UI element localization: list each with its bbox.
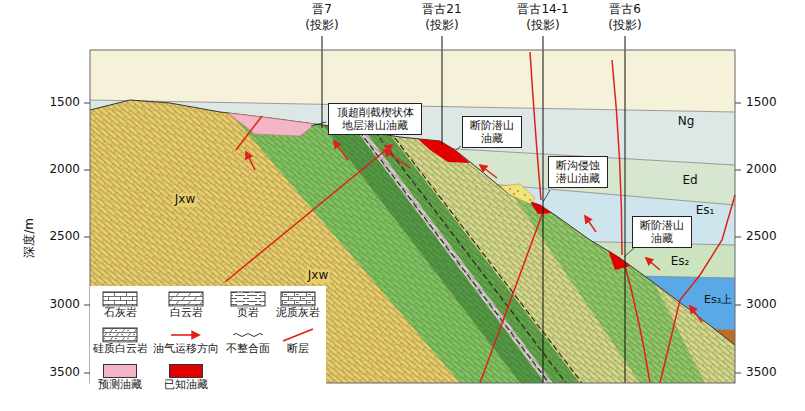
- stratum-label: Es₁: [694, 204, 717, 218]
- callout-box: 断沟侵蚀潜山油藏: [548, 156, 608, 188]
- axis-title: 深度/m: [23, 216, 37, 260]
- well-note: (投影): [524, 19, 561, 33]
- stratum-label: Es₃上: [702, 294, 734, 307]
- well-note: (投影): [423, 19, 460, 33]
- depth-tick: 2500: [744, 230, 779, 244]
- depth-tick: 2000: [744, 163, 779, 177]
- legend-text: 页岩: [237, 307, 259, 320]
- depth-tick: 2000: [47, 163, 82, 177]
- well-note: (投影): [606, 19, 643, 33]
- depth-tick: 1500: [47, 96, 82, 110]
- callout-box: 断阶潜山油藏: [632, 216, 692, 248]
- legend-text: 断层: [287, 343, 309, 356]
- legend-text: 硅质白云岩: [93, 343, 148, 356]
- depth-tick: 2500: [47, 230, 82, 244]
- callout-text: 断沟侵蚀潜山油藏: [555, 159, 601, 185]
- well-name: 晋古21: [420, 3, 463, 17]
- callout-text: 断阶潜山油藏: [469, 119, 515, 145]
- well-note: (投影): [303, 19, 340, 33]
- callout-box: 顶超削截楔状体地层潜山油藏: [328, 103, 422, 135]
- callout-text: 顶超削截楔状体地层潜山油藏: [335, 106, 415, 132]
- stratum-label: Es₂: [669, 255, 692, 269]
- depth-tick: 3500: [744, 366, 779, 380]
- depth-tick: 3500: [47, 366, 82, 380]
- legend-text: 白云岩: [170, 307, 203, 320]
- stratum-label: Ng: [676, 115, 697, 129]
- well-name: 晋古14-1: [515, 3, 570, 17]
- legend-text: 石灰岩: [104, 307, 137, 320]
- stratum-label: Jxw: [173, 193, 197, 207]
- legend-text: 预测油藏: [98, 379, 142, 392]
- depth-tick: 1500: [744, 96, 779, 110]
- well-name: 晋古6: [607, 3, 643, 17]
- legend-swatch: [169, 364, 203, 378]
- callout-box: 断阶潜山油藏: [462, 116, 522, 148]
- depth-tick: 3000: [744, 298, 779, 312]
- well-name: 晋7: [310, 3, 334, 17]
- legend-text: 泥质灰岩: [276, 307, 320, 320]
- stratum-label: Ed: [680, 174, 699, 188]
- legend-text: 油气运移方向: [153, 343, 219, 356]
- depth-tick: 3000: [47, 298, 82, 312]
- legend-text: 已知油藏: [164, 379, 208, 392]
- legend-swatch: [103, 364, 137, 378]
- legend-text: 不整合面: [226, 343, 270, 356]
- callout-text: 断阶潜山油藏: [639, 219, 685, 245]
- stratum-label: Jxw: [306, 269, 330, 283]
